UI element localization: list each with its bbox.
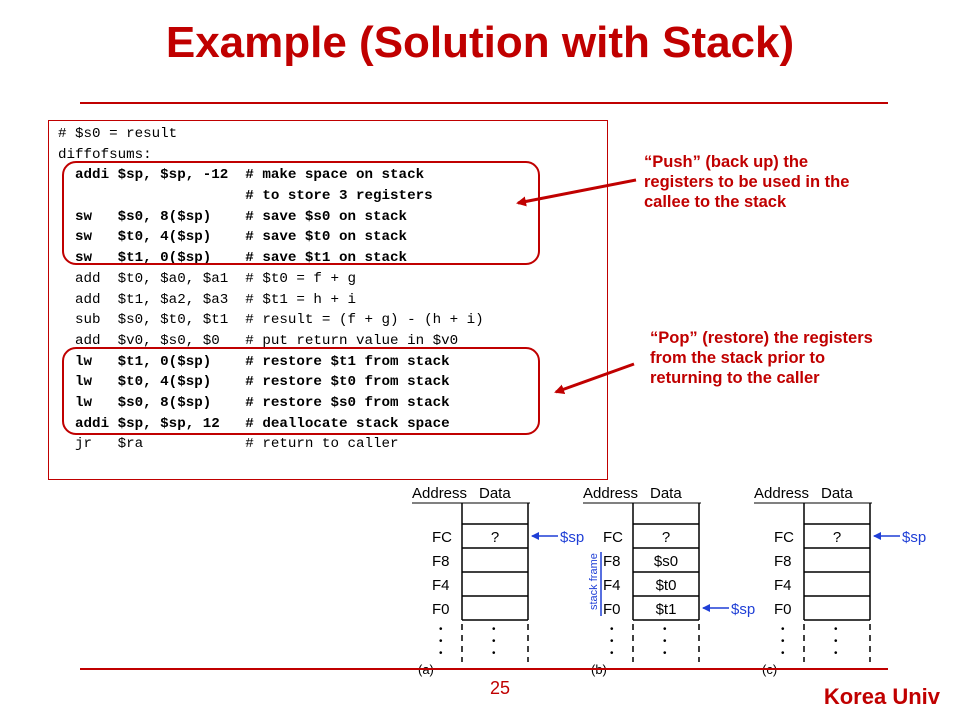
title-divider bbox=[80, 102, 888, 104]
address-label: FC bbox=[432, 529, 452, 546]
ellipsis-dot: • bbox=[610, 648, 614, 659]
ellipsis-dot: • bbox=[663, 648, 667, 659]
code-line: add $v0, $s0, $0 # put return value in $… bbox=[58, 332, 459, 349]
ellipsis-dot: • bbox=[439, 636, 443, 647]
ellipsis-dot: • bbox=[663, 636, 667, 647]
slide-title: Example (Solution with Stack) bbox=[165, 18, 795, 67]
pop-note-line: returning to the caller bbox=[650, 369, 820, 387]
code-line: addi $sp, $sp, 12 # deallocate stack spa… bbox=[58, 415, 450, 432]
code-line: add $t1, $a2, $a3 # $t1 = h + i bbox=[58, 291, 356, 308]
address-label: F0 bbox=[774, 601, 792, 618]
address-label: F4 bbox=[774, 577, 792, 594]
address-header: Address bbox=[583, 485, 638, 502]
push-note: “Push” (back up) the registers to be use… bbox=[644, 152, 849, 212]
data-header: Data bbox=[650, 485, 682, 502]
stack-diagram-a: Address Data FC F8 F4 F0 ? • • • • • • $… bbox=[412, 485, 584, 677]
ellipsis-dot: • bbox=[439, 648, 443, 659]
pop-highlight bbox=[62, 347, 540, 435]
address-header: Address bbox=[754, 485, 809, 502]
stack-diagram-b: Address Data FC F8 F4 F0 ? $s0 $t0 $t1 •… bbox=[583, 485, 755, 677]
ellipsis-dot: • bbox=[834, 624, 838, 635]
address-label: FC bbox=[774, 529, 794, 546]
ellipsis-dot: • bbox=[492, 624, 496, 635]
ellipsis-dot: • bbox=[781, 636, 785, 647]
pop-note-line: from the stack prior to bbox=[650, 349, 826, 367]
brand-label: Korea Univ bbox=[823, 684, 940, 709]
ellipsis-dot: • bbox=[834, 648, 838, 659]
push-note-line: “Push” (back up) the bbox=[644, 153, 809, 171]
pop-note: “Pop” (restore) the registers from the s… bbox=[650, 328, 873, 388]
code-line: diffofsums: bbox=[58, 146, 152, 163]
address-label: F8 bbox=[774, 553, 792, 570]
code-line: lw $t1, 0($sp) # restore $t1 from stack bbox=[58, 353, 450, 370]
address-label: FC bbox=[603, 529, 623, 546]
stack-diagram-c: Address Data FC F8 F4 F0 ? • • • • • • $… bbox=[754, 485, 926, 677]
stack-cell: $t0 bbox=[656, 577, 677, 594]
address-label: F4 bbox=[432, 577, 450, 594]
push-highlight bbox=[62, 161, 540, 265]
address-header: Address bbox=[412, 485, 467, 502]
sp-label: $sp bbox=[731, 601, 755, 618]
stack-frame-label: stack frame bbox=[588, 553, 600, 610]
ellipsis-dot: • bbox=[610, 624, 614, 635]
code-box bbox=[48, 120, 608, 480]
code-line: lw $t0, 4($sp) # restore $t0 from stack bbox=[58, 374, 450, 391]
footer-divider bbox=[80, 668, 888, 670]
stack-cell: ? bbox=[491, 529, 499, 546]
code-line: addi $sp, $sp, -12 # make space on stack bbox=[58, 167, 425, 184]
address-label: F8 bbox=[603, 553, 621, 570]
code-line: sw $t0, 4($sp) # save $t0 on stack bbox=[58, 229, 408, 246]
data-header: Data bbox=[821, 485, 853, 502]
address-label: F0 bbox=[603, 601, 621, 618]
ellipsis-dot: • bbox=[492, 636, 496, 647]
address-label: F0 bbox=[432, 601, 450, 618]
sp-label: $sp bbox=[902, 529, 926, 546]
code-line: # $s0 = result bbox=[58, 126, 178, 142]
ellipsis-dot: • bbox=[781, 648, 785, 659]
code-line: # to store 3 registers bbox=[58, 188, 433, 205]
pop-note-line: “Pop” (restore) the registers bbox=[650, 329, 873, 347]
code-line: sub $s0, $t0, $t1 # result = (f + g) - (… bbox=[58, 312, 484, 329]
ellipsis-dot: • bbox=[781, 624, 785, 635]
push-note-line: registers to be used in the bbox=[644, 173, 850, 191]
stack-cell: ? bbox=[833, 529, 841, 546]
address-label: F4 bbox=[603, 577, 621, 594]
ellipsis-dot: • bbox=[834, 636, 838, 647]
page-number: 25 bbox=[489, 678, 511, 698]
stack-cell: $s0 bbox=[654, 553, 678, 570]
ellipsis-dot: • bbox=[610, 636, 614, 647]
ellipsis-dot: • bbox=[439, 624, 443, 635]
code-line: sw $t1, 0($sp) # save $t1 on stack bbox=[58, 250, 408, 267]
ellipsis-dot: • bbox=[492, 648, 496, 659]
code-line: lw $s0, 8($sp) # restore $s0 from stack bbox=[58, 394, 450, 411]
code-line: sw $s0, 8($sp) # save $s0 on stack bbox=[58, 208, 408, 225]
code-line: jr $ra # return to caller bbox=[58, 436, 399, 453]
code-listing: # $s0 = result diffofsums: addi $sp, $sp,… bbox=[58, 124, 484, 455]
ellipsis-dot: • bbox=[663, 624, 667, 635]
stack-cell: ? bbox=[662, 529, 670, 546]
sp-label: $sp bbox=[560, 529, 584, 546]
stack-cell: $t1 bbox=[656, 601, 677, 618]
push-note-line: callee to the stack bbox=[644, 193, 787, 211]
address-label: F8 bbox=[432, 553, 450, 570]
data-header: Data bbox=[479, 485, 511, 502]
code-line: add $t0, $a0, $a1 # $t0 = f + g bbox=[58, 270, 356, 287]
